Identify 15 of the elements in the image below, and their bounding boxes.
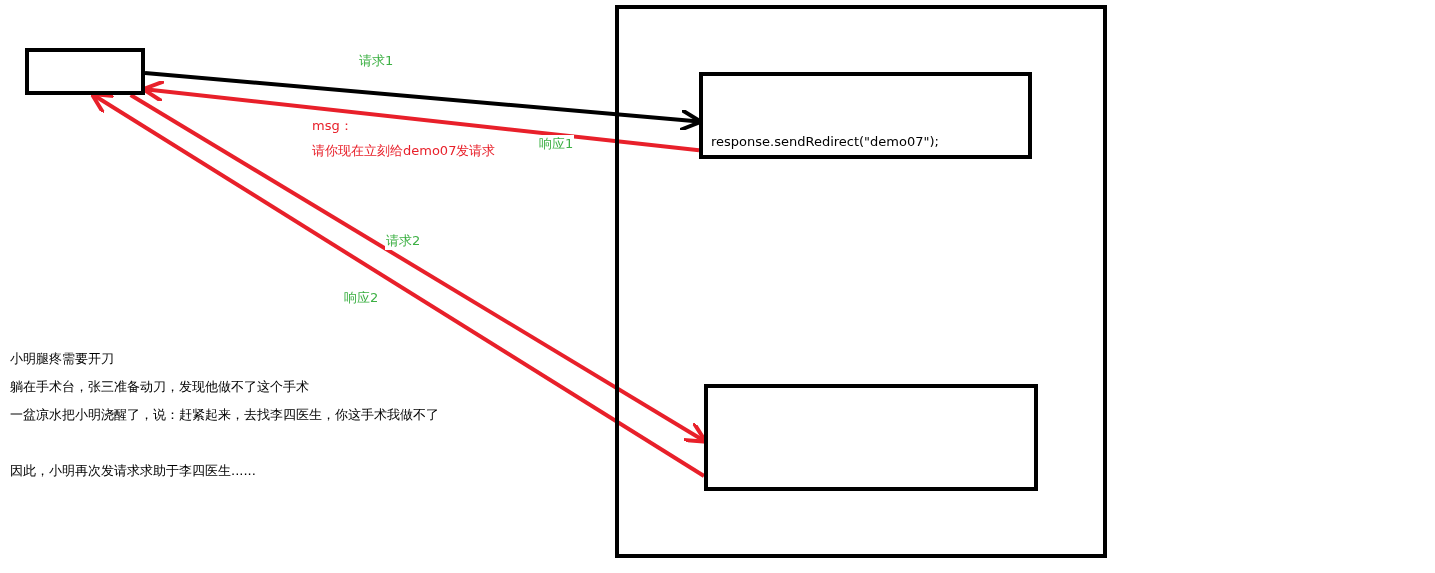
message-note: 请你现在立刻给demo07发请求 (312, 142, 496, 160)
message-note: msg： (312, 117, 353, 135)
story-text: 小明腿疼需要开刀 (10, 350, 114, 368)
story-text: 因此，小明再次发请求求助于李四医生...... (10, 462, 256, 480)
empty-box (25, 48, 145, 95)
edge-label: 响应2 (343, 289, 380, 307)
story-text: 躺在手术台，张三准备动刀，发现他做不了这个手术 (10, 378, 309, 396)
empty-box (704, 384, 1038, 491)
edge-label: 请求1 (358, 52, 395, 70)
edge-label: 响应1 (538, 135, 575, 153)
code-text: response.sendRedirect("demo07"); (711, 134, 939, 149)
edge-label: 请求2 (385, 232, 422, 250)
process-box (699, 72, 1032, 159)
empty-box (615, 5, 1107, 558)
story-text: 一盆凉水把小明浇醒了，说：赶紧起来，去找李四医生，你这手术我做不了 (10, 406, 439, 424)
